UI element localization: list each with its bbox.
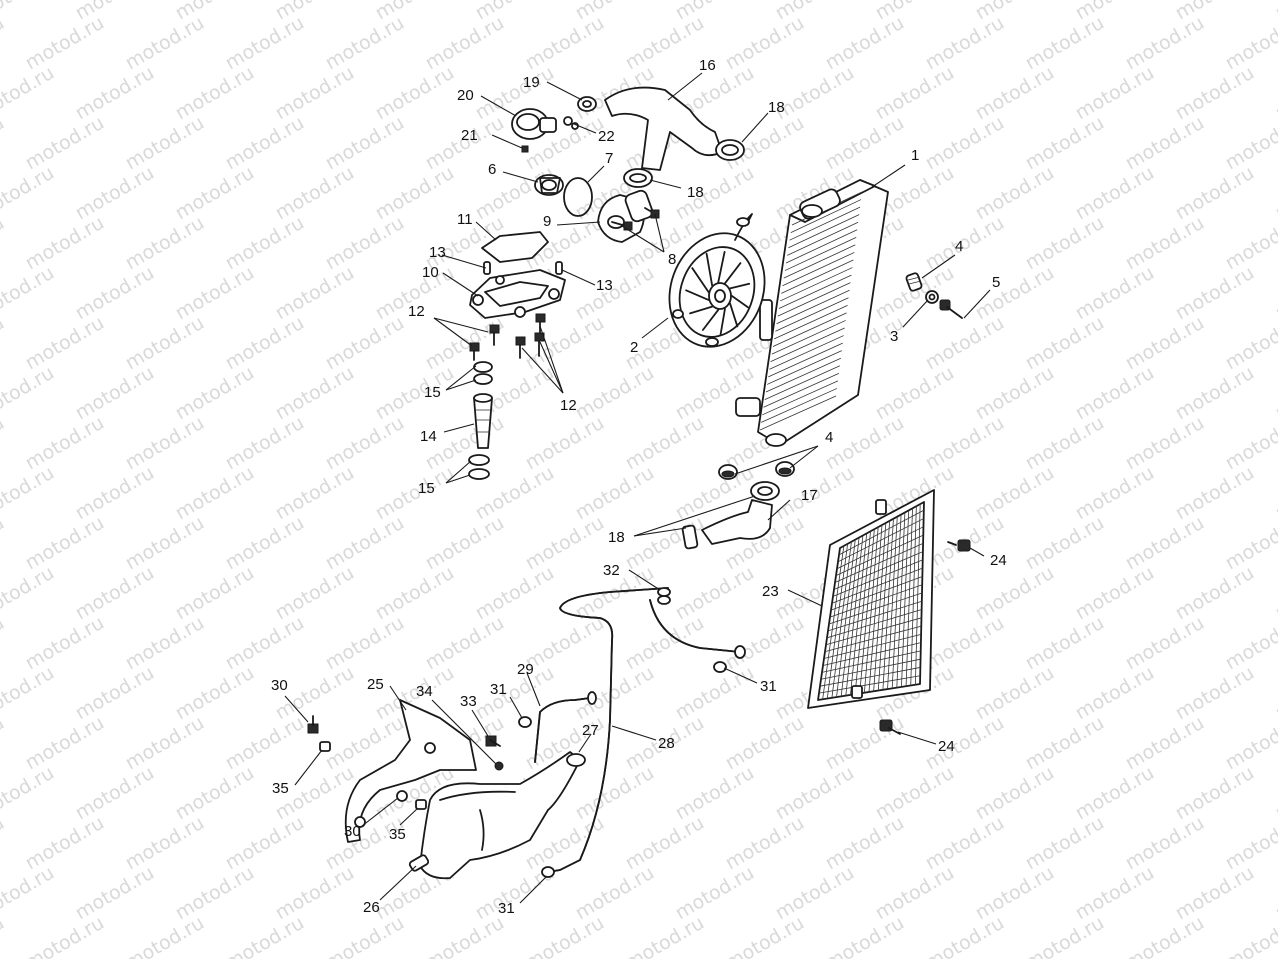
callout-10: 10 <box>422 264 439 281</box>
callout-18: 18 <box>768 99 785 116</box>
callout-4: 4 <box>955 238 963 255</box>
callout-34: 34 <box>416 683 433 700</box>
callout-12: 12 <box>408 303 425 320</box>
tank-cap-part <box>567 754 585 766</box>
callout-17: 17 <box>801 487 818 504</box>
callout-13: 13 <box>596 277 613 294</box>
callout-31: 31 <box>498 900 515 917</box>
callout-33: 33 <box>460 693 477 710</box>
callout-4: 4 <box>825 429 833 446</box>
callout-29: 29 <box>517 661 534 678</box>
collar-part <box>926 291 938 303</box>
callout-31: 31 <box>490 681 507 698</box>
callout-32: 32 <box>603 562 620 579</box>
callout-35: 35 <box>272 780 289 797</box>
callout-11: 11 <box>457 211 473 228</box>
connector-pipe-part <box>474 394 492 448</box>
callout-20: 20 <box>457 87 474 104</box>
callout-3: 3 <box>890 328 898 345</box>
thermostat-part <box>535 175 563 195</box>
callout-30: 30 <box>344 823 361 840</box>
callout-22: 22 <box>598 128 615 145</box>
callout-2: 2 <box>630 339 638 356</box>
callout-26: 26 <box>363 899 380 916</box>
callout-25: 25 <box>367 676 384 693</box>
callout-31: 31 <box>760 678 777 695</box>
callout-23: 23 <box>762 583 779 600</box>
callout-15: 15 <box>424 384 441 401</box>
callout-12: 12 <box>560 397 577 414</box>
callout-9: 9 <box>543 213 551 230</box>
callout-21: 21 <box>461 127 478 144</box>
callout-6: 6 <box>488 161 496 178</box>
callout-24: 24 <box>990 552 1007 569</box>
callout-7: 7 <box>605 150 613 167</box>
callout-18: 18 <box>687 184 704 201</box>
callout-13: 13 <box>429 244 446 261</box>
callout-19: 19 <box>523 74 540 91</box>
callout-35: 35 <box>389 826 406 843</box>
callout-30: 30 <box>271 677 288 694</box>
callout-16: 16 <box>699 57 716 74</box>
callout-14: 14 <box>420 428 437 445</box>
callout-27: 27 <box>582 722 599 739</box>
callout-1: 1 <box>911 147 919 164</box>
callout-24: 24 <box>938 738 955 755</box>
callout-28: 28 <box>658 735 675 752</box>
callout-5: 5 <box>992 274 1000 291</box>
callout-18: 18 <box>608 529 625 546</box>
callout-15: 15 <box>418 480 435 497</box>
callout-8: 8 <box>668 251 676 268</box>
